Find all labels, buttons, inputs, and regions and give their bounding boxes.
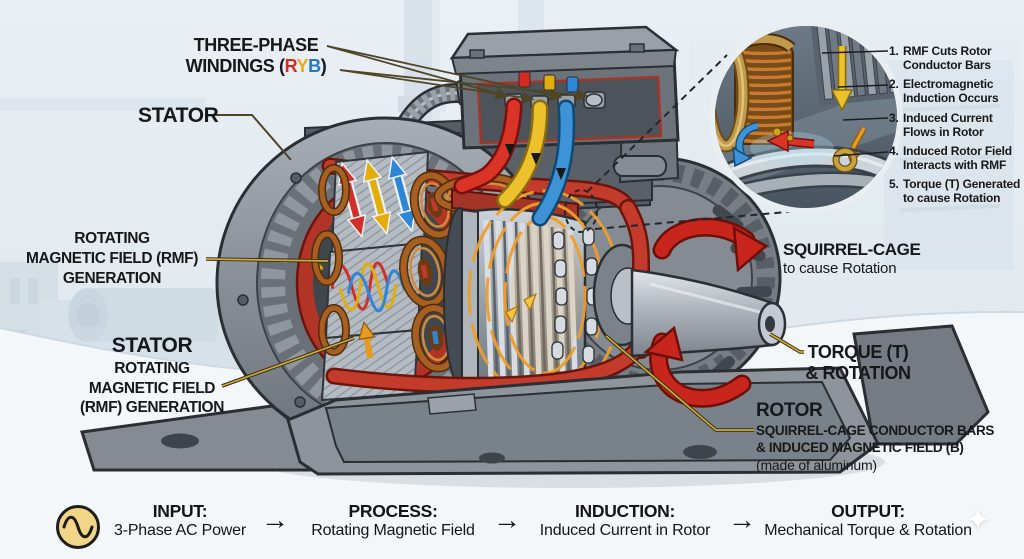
phase-y: Y — [296, 55, 309, 76]
step-text: Torque (T) Generated to cause Rotation — [903, 177, 1021, 206]
squirrel-line2: to cause Rotation — [783, 260, 897, 278]
inset-step-3: 3. Induced Current Flows in Rotor — [889, 111, 1024, 139]
inset-step-leaders — [821, 50, 889, 157]
label-three-phase-windings: THREE-PHASE WINDINGS (RYB) — [186, 35, 327, 77]
cutaway-section — [311, 150, 652, 402]
three-phase-cables — [453, 97, 576, 227]
rmf-line3: GENERATION — [62, 269, 162, 287]
label-stator-rmf-generation: STATOR ROTATING MAGNETIC FIELD (RMF) GEN… — [80, 333, 224, 418]
three-phase-line1: THREE-PHASE — [193, 35, 319, 55]
motor-rear-foot — [852, 324, 990, 446]
rotor-line2: SQUIRREL-CAGE CONDUCTOR BARS — [756, 422, 995, 438]
rotor-line3: & INDUCED MAGNETIC FIELD (B) — [756, 439, 964, 455]
label-rotor: ROTOR SQUIRREL-CAGE CONDUCTOR BARS & IND… — [756, 399, 994, 474]
step-text: Induced Rotor Field Interacts with RMF — [903, 143, 1012, 173]
flow-output-title: OUTPUT: — [831, 501, 905, 521]
step-text: Induced Current Flows in Rotor — [903, 110, 993, 139]
step-number: 2. — [889, 77, 899, 92]
label-squirrel-cage: SQUIRREL-CAGE to cause Rotation — [783, 239, 921, 279]
sine-wave-glyph — [62, 515, 94, 539]
flow-step-induction: INDUCTION: Induced Current in Rotor — [539, 501, 711, 540]
cable-yellow — [499, 102, 546, 206]
inset-step-list: 1. RMF Cuts Rotor Conductor Bars 2. Electr… — [889, 44, 1024, 211]
stator-rmf-line2: ROTATING — [114, 360, 190, 378]
cage-bar-studs — [551, 227, 599, 364]
label-torque-rotation: TORQUE (T) & ROTATION — [805, 342, 911, 384]
flow-arrow-icon: → — [728, 504, 756, 535]
flow-process-desc: Rotating Magnetic Field — [311, 522, 475, 539]
stator-rmf-line3: MAGNETIC FIELD — [88, 379, 216, 397]
three-phase-line2: WINDINGS (RYB) — [186, 56, 327, 77]
flow-step-output: OUTPUT: Mechanical Torque & Rotation — [764, 501, 972, 540]
step-number: 3. — [889, 110, 899, 125]
rotor-line1: ROTOR — [756, 400, 823, 421]
step-text: Electromagnetic Induction Occurs — [903, 77, 999, 106]
rotation-arrows — [643, 217, 769, 408]
flux-arrow-small — [358, 321, 376, 359]
flow-output-desc: Mechanical Torque & Rotation — [764, 522, 972, 539]
label-rmf-generation: ROTATING MAGNETIC FIELD (RMF) GENERATION — [26, 229, 198, 288]
magnifier-callout — [564, 54, 799, 233]
flow-step-input: INPUT: 3-Phase AC Power — [114, 501, 246, 540]
inset-step-5: 5. Torque (T) Generated to cause Rotation — [889, 177, 1024, 205]
flow-induction-title: INDUCTION: — [574, 501, 676, 521]
squirrel-line1: SQUIRREL-CAGE — [783, 240, 921, 259]
induction-motor — [80, 25, 990, 476]
step-number: 1. — [889, 44, 899, 58]
windings-close: ) — [320, 55, 327, 76]
stator-rmf-line1: STATOR — [111, 334, 193, 357]
ac-sine-icon — [56, 505, 100, 549]
flow-input-title: INPUT: — [152, 501, 208, 521]
flow-arrow-icon: → — [261, 504, 289, 535]
windings-text: WINDINGS ( — [185, 55, 285, 76]
phase-r: R — [284, 55, 297, 76]
phase-b: B — [308, 55, 321, 76]
sparkle-icon: ✦ — [965, 504, 991, 537]
step-number: 5. — [889, 177, 899, 192]
torque-line1: TORQUE (T) — [807, 342, 909, 362]
stator-rmf-line4: (RMF) GENERATION — [80, 399, 224, 417]
torque-line2: & ROTATION — [805, 362, 911, 383]
rotor-line4: (made of aluminum) — [756, 456, 877, 473]
magnified-region-circle — [564, 189, 598, 233]
flow-arrow-icon: → — [493, 504, 521, 535]
inset-step-4: 4. Induced Rotor Field Interacts with RMF — [889, 144, 1024, 172]
cable-red — [456, 100, 520, 192]
inset-step-1: 1. RMF Cuts Rotor Conductor Bars — [889, 44, 1024, 72]
flow-input-desc: 3-Phase AC Power — [114, 522, 246, 539]
leader-lines — [205, 45, 889, 432]
flow-step-process: PROCESS: Rotating Magnetic Field — [311, 501, 475, 540]
rmf-line2: MAGNETIC FIELD (RMF) — [26, 249, 198, 267]
inset-step-2: 2. Electromagnetic Induction Occurs — [889, 77, 1024, 105]
label-stator: STATOR — [138, 104, 219, 127]
rmf-line1: ROTATING — [74, 230, 150, 247]
step-number: 4. — [889, 143, 899, 158]
inset-step-arrows — [732, 46, 867, 173]
phase-markers — [518, 71, 579, 93]
flow-induction-desc: Induced Current in Rotor — [539, 522, 711, 539]
step-text: RMF Cuts Rotor Conductor Bars — [903, 44, 992, 73]
flow-process-title: PROCESS: — [348, 501, 438, 521]
